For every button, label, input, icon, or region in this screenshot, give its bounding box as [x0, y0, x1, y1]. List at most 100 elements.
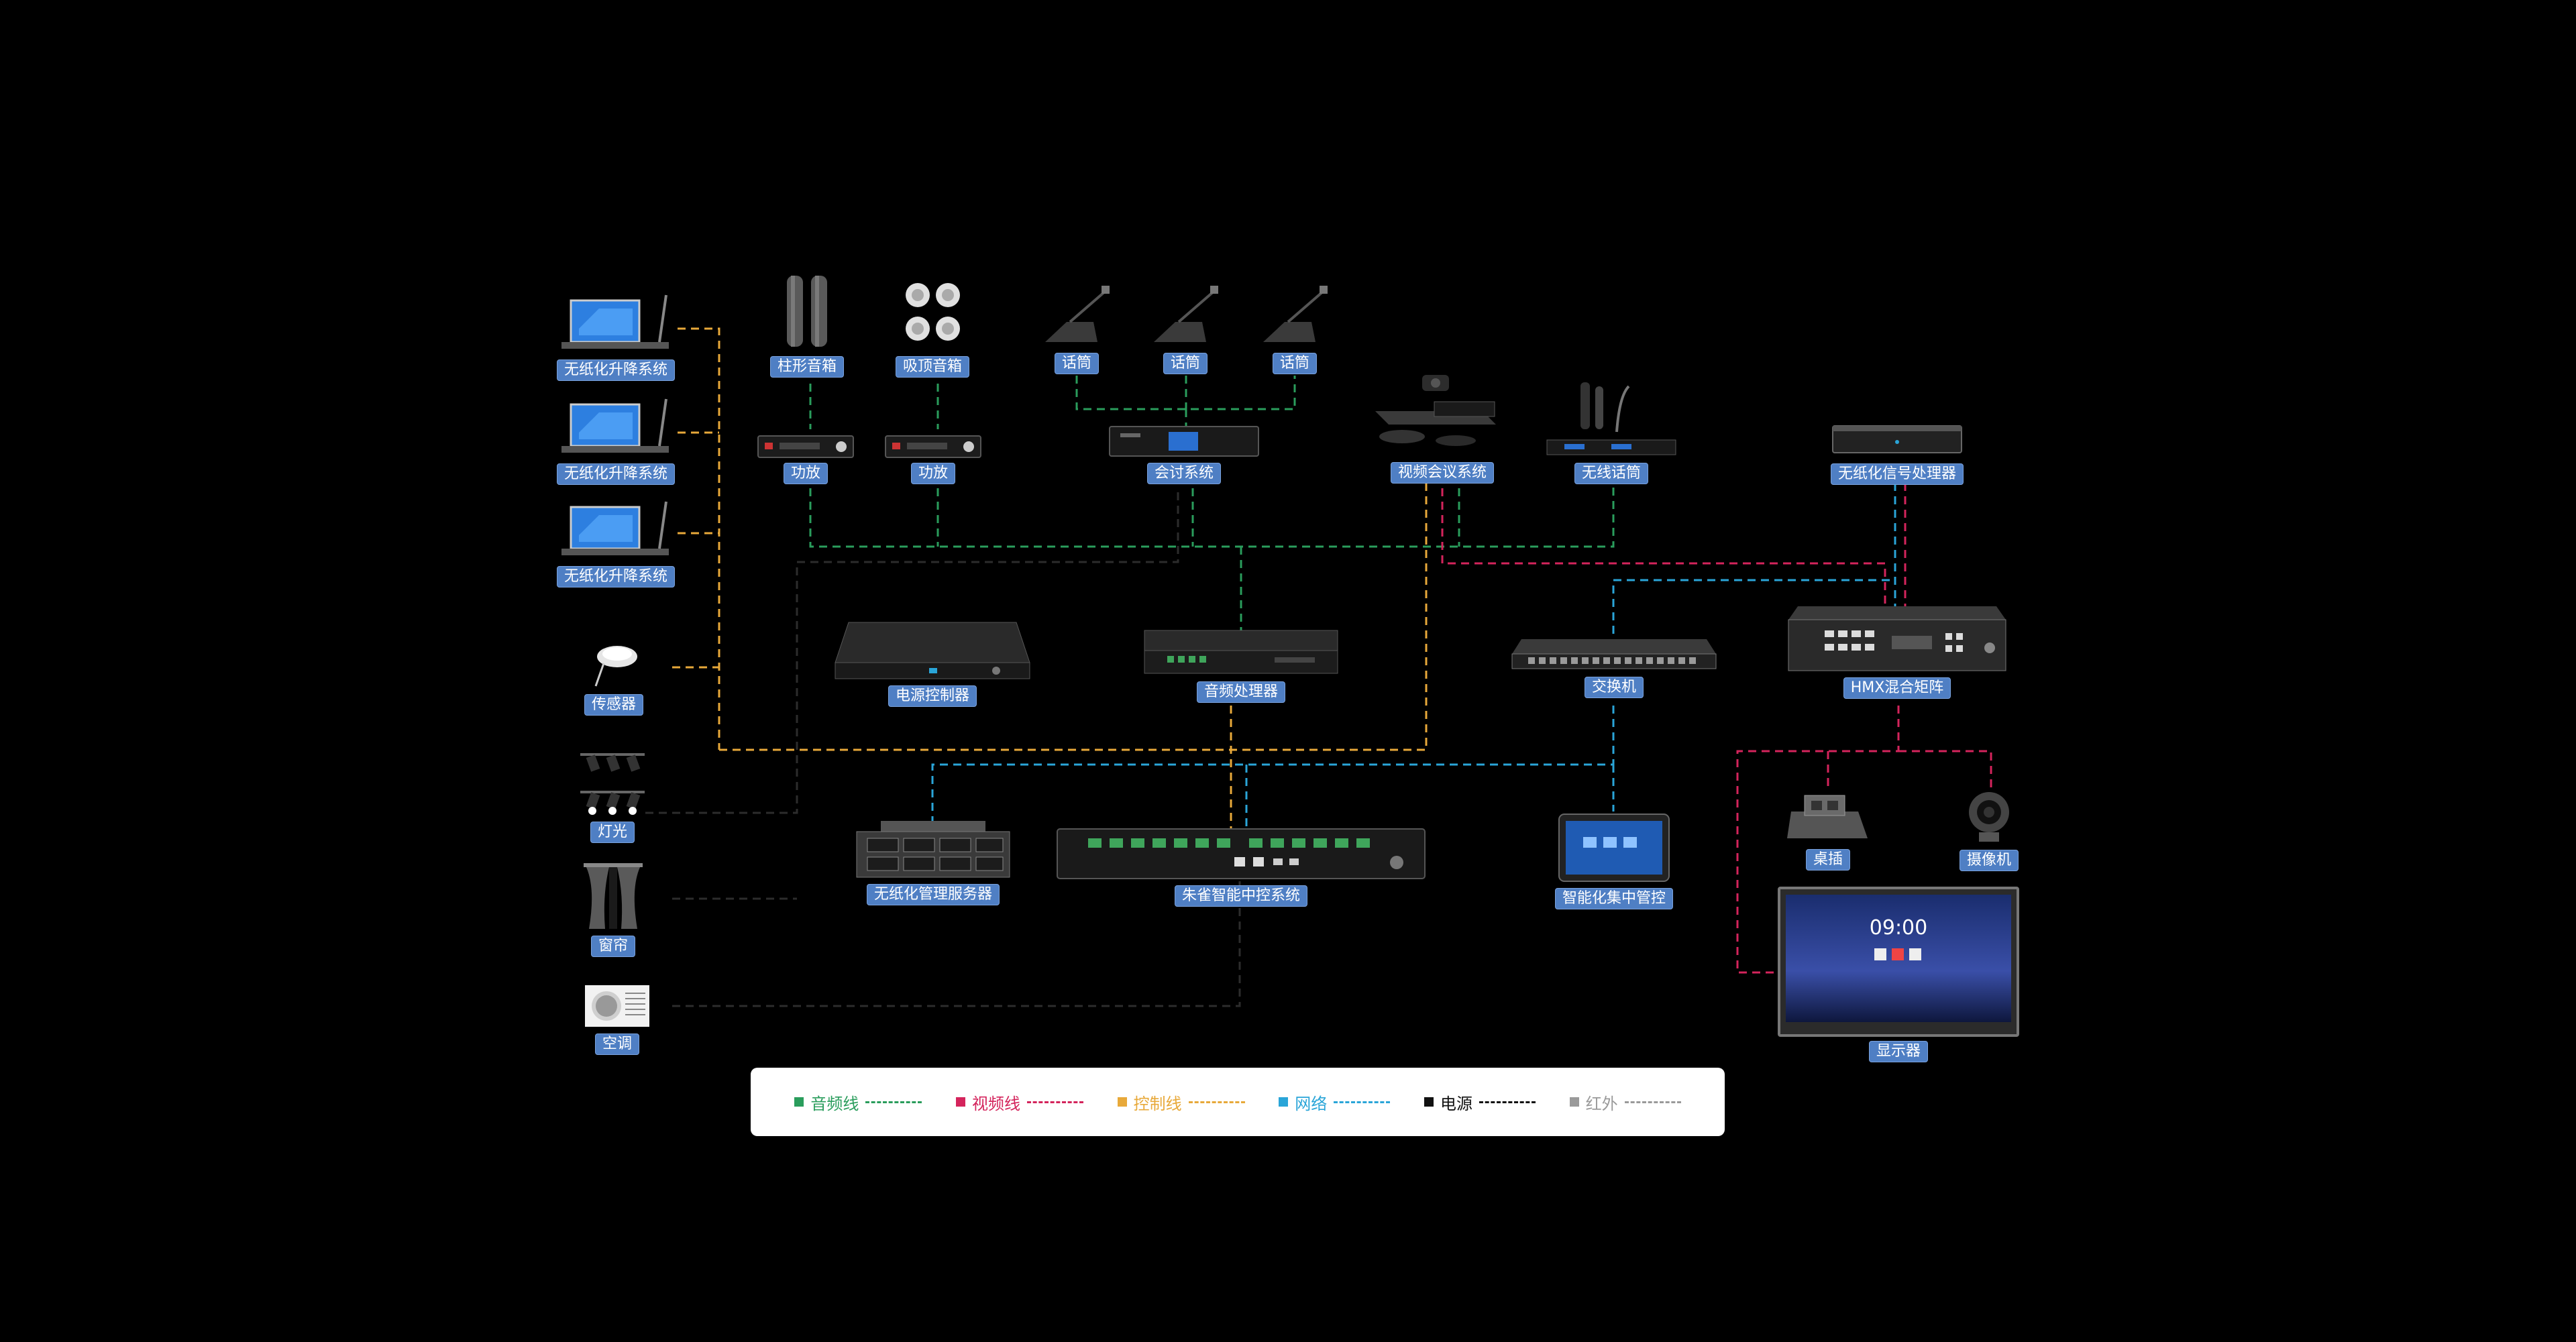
- audio-lines: [809, 376, 1615, 630]
- central-control-node: 朱雀智能中控系统: [1055, 825, 1428, 907]
- legend-item-audio: 音频线: [794, 1091, 922, 1114]
- curtain-icon: [584, 863, 643, 929]
- ac-node: 空调: [584, 983, 651, 1055]
- gooseneck-mic-icon: [1045, 286, 1110, 342]
- audio-line-bus: [809, 483, 1615, 548]
- display-node: 09:00 显示器: [1778, 887, 2019, 1062]
- legend-swatch: [1424, 1097, 1434, 1107]
- legend-item-network: 网络: [1279, 1091, 1391, 1114]
- paperless-lift-label-1: 无纸化升降系统: [557, 359, 676, 381]
- ceiling-speaker-icon: [906, 283, 960, 341]
- display-app-icons: [1874, 948, 1921, 960]
- tablet-panel-icon: [1558, 814, 1670, 882]
- column-speaker-icon: [787, 276, 827, 347]
- ceiling-speaker-node: 吸顶音箱: [896, 272, 970, 378]
- legend-item-control: 控制线: [1117, 1091, 1245, 1114]
- legend-dash: [1026, 1101, 1083, 1103]
- smart-panel-label: 智能化集中管控: [1555, 888, 1674, 909]
- light-node: 灯光: [579, 748, 646, 843]
- curtain-node: 窗帘: [582, 862, 644, 957]
- camera-label: 摄像机: [1959, 850, 2019, 871]
- desk-socket-icon: [1787, 795, 1868, 838]
- display-screen: 09:00: [1778, 887, 2019, 1037]
- video-line-matrix-out: [1736, 706, 1900, 974]
- sensor-label: 传感器: [584, 694, 643, 716]
- legend-dash: [865, 1101, 922, 1103]
- amp-node-1: 功放: [757, 435, 855, 484]
- control-line-lift1: [678, 327, 720, 750]
- spotlight-icon: [580, 753, 645, 815]
- hmx-matrix-node: HMX混合矩阵: [1784, 604, 2010, 699]
- display-label: 显示器: [1868, 1041, 1928, 1062]
- legend-dash: [1479, 1101, 1536, 1103]
- power-controller-node: 电源控制器: [828, 616, 1036, 707]
- mic-node-2: 话筒: [1148, 282, 1222, 374]
- legend-swatch: [955, 1097, 965, 1107]
- paperless-lift-node-3: 无纸化升降系统: [557, 495, 676, 588]
- paperless-lift-node-1: 无纸化升降系统: [557, 288, 676, 381]
- sensor-node: 传感器: [584, 634, 644, 716]
- mic-node-1: 话筒: [1040, 282, 1114, 374]
- legend-item-power: 电源: [1424, 1091, 1536, 1114]
- paperless-signal-processor-label: 无纸化信号处理器: [1830, 463, 1964, 485]
- app-icon: [1909, 948, 1921, 960]
- ac-label: 空调: [594, 1033, 639, 1055]
- legend-label: 网络: [1295, 1094, 1328, 1113]
- laptop-icon: [561, 294, 669, 349]
- paperless-server-label: 无纸化管理服务器: [866, 884, 1000, 905]
- power-line-ac: [672, 879, 1241, 1007]
- power-line-lights: [645, 488, 1179, 814]
- camera-node: 摄像机: [1959, 788, 2019, 871]
- legend-swatch: [1279, 1097, 1289, 1107]
- legend-label: 电源: [1440, 1094, 1472, 1113]
- mic-label-2: 话筒: [1163, 353, 1208, 374]
- camera-icon: [1969, 792, 2009, 842]
- paperless-server-node: 无纸化管理服务器: [854, 820, 1012, 905]
- video-conference-kit-icon: [1375, 375, 1496, 446]
- air-conditioner-icon: [585, 985, 649, 1027]
- legend-swatch: [1117, 1097, 1127, 1107]
- video-conference-node: 视频会议系统: [1362, 372, 1523, 484]
- server-icon: [856, 821, 1010, 878]
- legend-label: 控制线: [1133, 1094, 1182, 1113]
- network-lines: [931, 483, 1896, 829]
- legend-dash: [1334, 1101, 1391, 1103]
- app-icon: [1874, 948, 1886, 960]
- paperless-lift-label-3: 无纸化升降系统: [557, 566, 676, 588]
- wireless-mic-label: 无线话筒: [1574, 463, 1648, 484]
- amp-label-2: 功放: [910, 463, 955, 484]
- hybrid-matrix-icon: [1788, 606, 2006, 671]
- paperless-lift-label-2: 无纸化升降系统: [557, 463, 676, 485]
- legend-label: 红外: [1585, 1094, 1618, 1113]
- conference-host-icon: [1109, 426, 1259, 457]
- wireless-mic-receiver-icon: [1546, 382, 1676, 455]
- legend-label: 视频线: [971, 1094, 1020, 1113]
- display-clock: 09:00: [1869, 916, 1928, 940]
- smart-panel-node: 智能化集中管控: [1555, 812, 1674, 909]
- legend-swatch: [1569, 1097, 1579, 1107]
- power-controller-icon: [835, 622, 1030, 679]
- gooseneck-mic-icon: [1154, 286, 1218, 342]
- hmx-matrix-label: HMX混合矩阵: [1843, 677, 1951, 699]
- legend-dash: [1624, 1101, 1681, 1103]
- legend-item-video: 视频线: [955, 1091, 1083, 1114]
- audio-processor-node: 音频处理器: [1140, 624, 1342, 703]
- desk-socket-node: 桌插: [1784, 791, 1872, 871]
- column-speaker-node: 柱形音箱: [770, 272, 845, 378]
- network-line-bus: [931, 706, 1615, 826]
- wireless-mic-node: 无线话筒: [1544, 376, 1678, 484]
- curtain-label: 窗帘: [590, 936, 635, 957]
- amp-node-2: 功放: [884, 435, 982, 484]
- mic-label-3: 话筒: [1272, 353, 1317, 374]
- audio-processor-icon: [1144, 630, 1338, 674]
- switch-node: 交换机: [1508, 634, 1720, 698]
- video-lines: [1441, 483, 1992, 974]
- network-switch-icon: [1511, 639, 1717, 669]
- legend-swatch: [794, 1097, 804, 1107]
- control-line-bottom: [719, 482, 1428, 751]
- mic-label-1: 话筒: [1054, 353, 1099, 374]
- video-line-camera: [1898, 750, 1992, 788]
- laptop-icon: [561, 501, 669, 555]
- conference-system-node: 会讨系统: [1107, 423, 1261, 484]
